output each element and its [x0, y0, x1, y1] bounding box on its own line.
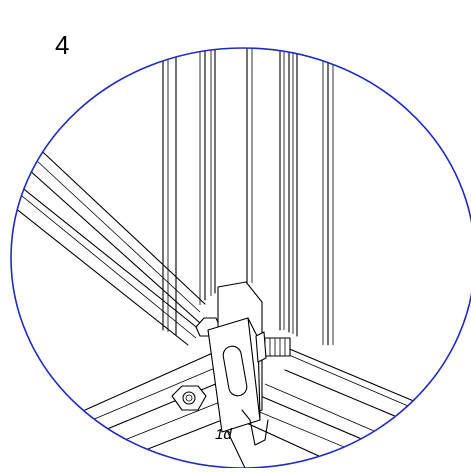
diagonal-brace	[11, 139, 206, 346]
step-number: 4	[55, 30, 70, 60]
bracket-plate	[207, 281, 269, 446]
hex-nut	[171, 385, 207, 411]
part-label: 1d	[215, 426, 232, 443]
base-rails	[84, 344, 471, 468]
threaded-bolt	[255, 331, 291, 363]
